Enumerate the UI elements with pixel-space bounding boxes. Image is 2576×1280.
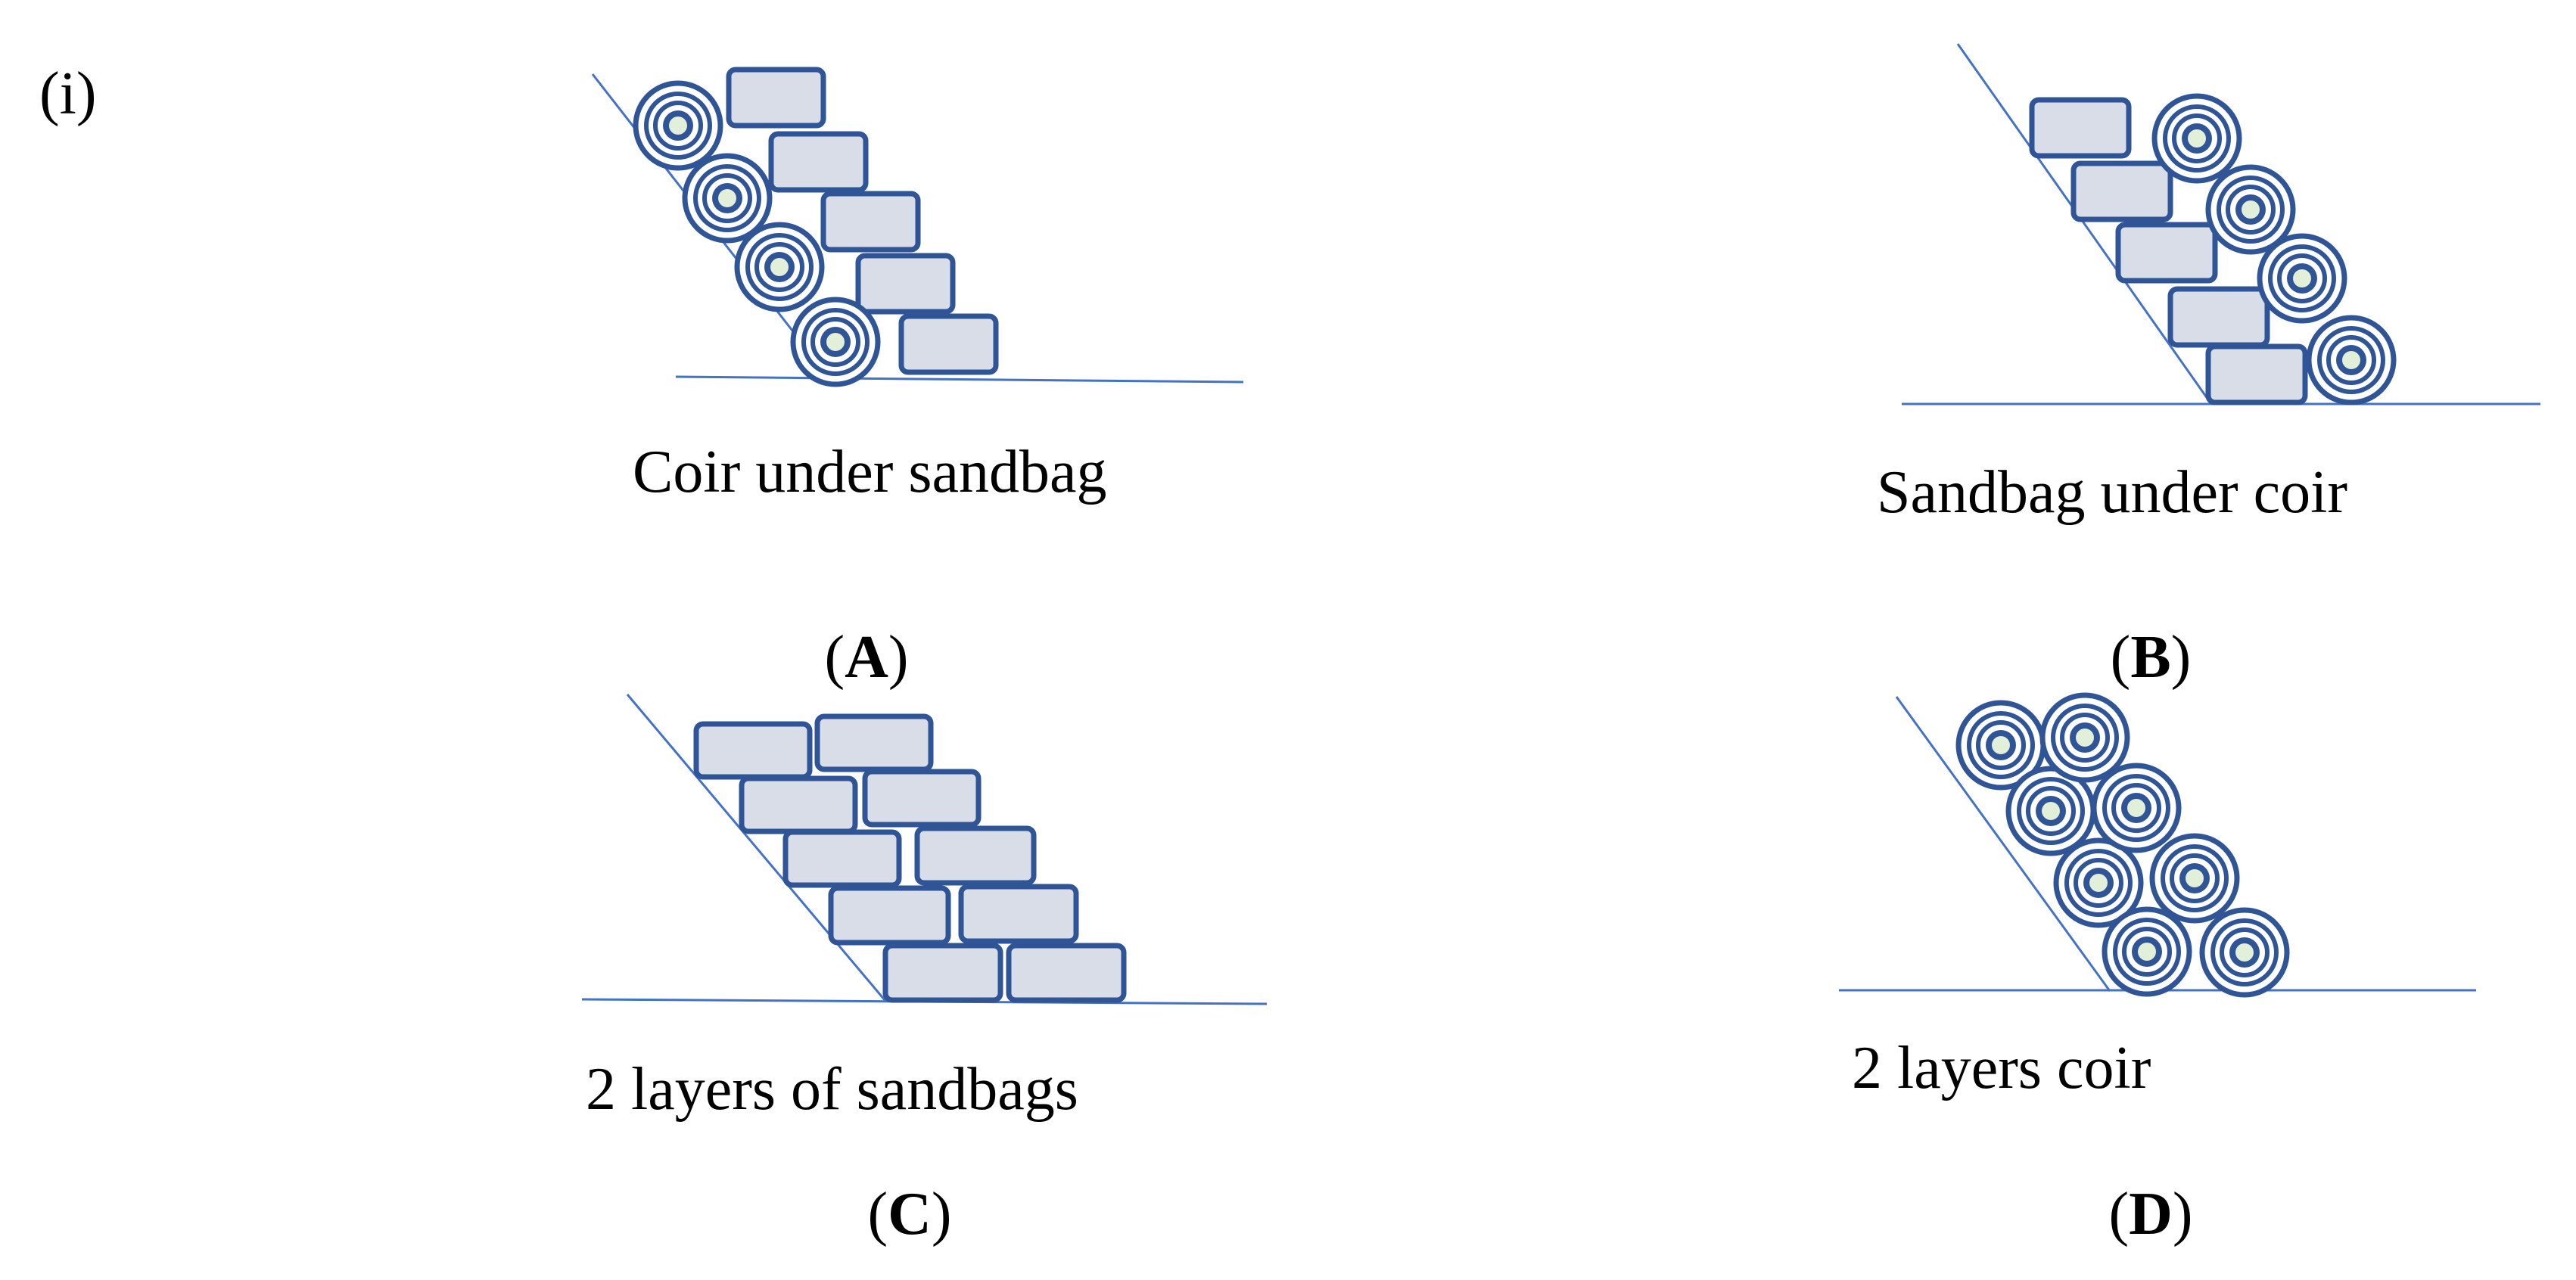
slope-line: [626, 694, 887, 1002]
sandbag-outer-layer: [693, 721, 1003, 1003]
coir-roll-icon: [2154, 96, 2239, 181]
panel-label: (C): [867, 1181, 951, 1247]
coir-roll-icon: [2094, 766, 2179, 850]
coir-roll-icon: [2152, 836, 2237, 921]
panel-c: 2 layers of sandbags (C): [581, 694, 1268, 1247]
sandbag-row: [2029, 97, 2308, 405]
coir-roll-icon: [636, 83, 720, 168]
sandbag-icon: [782, 829, 902, 888]
sandbag-icon: [2205, 343, 2308, 405]
sandbag-icon: [768, 131, 869, 193]
coir-roll-icon: [685, 156, 770, 241]
panel-d: 2 layers coir (D): [1839, 695, 2476, 1247]
coir-roll-icon: [2260, 236, 2344, 321]
sandbag-icon: [820, 191, 921, 253]
sandbag-icon: [855, 253, 956, 315]
sandbag-inner-layer: [814, 713, 1127, 1003]
panel-caption: 2 layers coir: [1852, 1035, 2151, 1101]
coir-roll-icon: [2105, 909, 2189, 994]
sandbag-icon: [2029, 97, 2132, 159]
sandbag-icon: [693, 721, 813, 780]
panel-label: (B): [2111, 624, 2192, 691]
panel-b: Sandbag under coir (B): [1877, 43, 2540, 691]
sandbag-icon: [739, 775, 858, 834]
panel-caption: Coir under sandbag: [633, 439, 1107, 505]
panel-letter: D: [2129, 1181, 2173, 1247]
part-label: (i): [39, 61, 97, 127]
panel-label: (D): [2108, 1181, 2192, 1247]
sandbag-row: [726, 67, 999, 375]
coir-roll-icon: [2309, 318, 2394, 402]
sandbag-icon: [1006, 943, 1127, 1003]
panel-caption: 2 layers of sandbags: [586, 1056, 1078, 1123]
coir-roll-icon: [737, 225, 822, 309]
sandbag-icon: [898, 313, 999, 375]
sandbag-icon: [828, 885, 951, 946]
sandbag-icon: [2070, 160, 2173, 222]
sandbag-icon: [882, 943, 1003, 1003]
panel-letter: A: [845, 624, 888, 691]
sandbag-icon: [862, 769, 982, 828]
panel-letter: B: [2130, 624, 2170, 691]
coir-roll-icon: [2042, 695, 2127, 780]
slope-line: [1956, 43, 2213, 405]
sandbag-icon: [914, 825, 1037, 886]
slope-line: [1895, 696, 2111, 992]
coir-roll-icon: [2202, 910, 2287, 995]
sandbag-icon: [2167, 286, 2270, 348]
panel-caption: Sandbag under coir: [1877, 459, 2347, 526]
sandbag-icon: [958, 884, 1079, 944]
sandbag-icon: [726, 67, 826, 129]
ground-line: [675, 375, 1244, 384]
sandbag-icon: [814, 713, 934, 772]
sandbag-icon: [2115, 222, 2218, 284]
panel-label: (A): [824, 624, 908, 691]
coir-roll-icon: [793, 300, 878, 384]
panel-letter: C: [888, 1181, 932, 1247]
panel-a: Coir under sandbag (A): [591, 67, 1244, 691]
